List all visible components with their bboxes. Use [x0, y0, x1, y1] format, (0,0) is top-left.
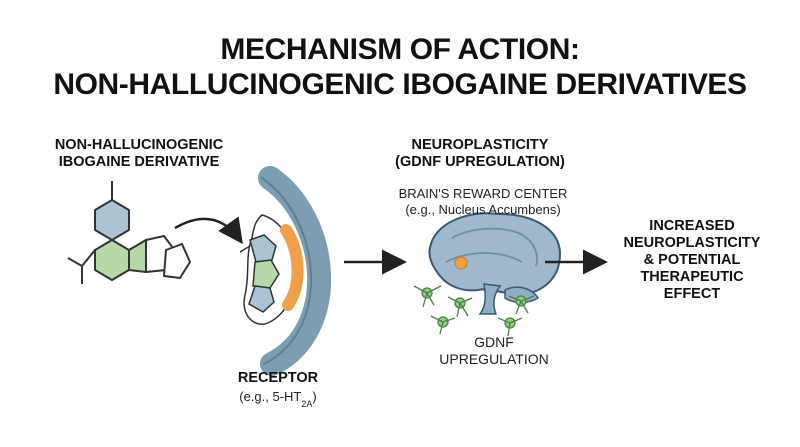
- title-line-1: MECHANISM OF ACTION:: [220, 33, 580, 66]
- outcome-line-1: INCREASED: [649, 218, 735, 234]
- receptor-example-prefix: (e.g., 5-HT: [239, 389, 302, 404]
- outcome-line-4: THERAPEUTIC: [640, 269, 744, 285]
- brain-icon: [428, 212, 562, 315]
- reward-center-label: BRAIN'S REWARD CENTER (e.g., Nucleus Acc…: [385, 186, 581, 218]
- receptor-icon: [239, 166, 332, 376]
- neuroplasticity-label-line-2: (GDNF UPREGULATION): [395, 154, 565, 170]
- title-line-2: NON-HALLUCINOGENIC IBOGAINE DERIVATIVES: [53, 68, 747, 101]
- outcome-line-5: EFFECT: [663, 286, 721, 302]
- neuroplasticity-label-line-1: NEUROPLASTICITY: [411, 137, 549, 153]
- reward-center-line-1: BRAIN'S REWARD CENTER: [398, 186, 568, 201]
- derivative-label: NON-HALLUCINOGENIC IBOGAINE DERIVATIVE: [48, 137, 230, 171]
- neuroplasticity-label: NEUROPLASTICITY (GDNF UPREGULATION): [384, 137, 576, 171]
- outcome-line-3: & POTENTIAL: [643, 252, 741, 268]
- reward-center-line-2: (e.g., Nucleus Accumbens): [405, 202, 561, 217]
- outcome-line-2: NEUROPLASTICITY: [623, 235, 761, 251]
- outcome-label: INCREASED NEUROPLASTICITY & POTENTIAL TH…: [608, 218, 776, 303]
- derivative-label-line-2: IBOGAINE DERIVATIVE: [58, 154, 220, 170]
- molecule-icon: [67, 181, 191, 284]
- curved-arrow-icon: [174, 216, 243, 245]
- receptor-example-suffix: ): [312, 389, 317, 404]
- receptor-label: RECEPTOR: [237, 370, 319, 386]
- gdnf-label: GDNF UPREGULATION: [424, 334, 564, 368]
- gdnf-label-line-2: UPREGULATION: [439, 351, 549, 367]
- receptor-example-subscript: 2A: [301, 398, 313, 409]
- derivative-label-line-1: NON-HALLUCINOGENIC: [54, 137, 224, 153]
- gdnf-label-line-1: GDNF: [474, 334, 514, 350]
- neuron-icon: [413, 285, 535, 337]
- receptor-example: (e.g., 5-HT2A): [212, 389, 344, 410]
